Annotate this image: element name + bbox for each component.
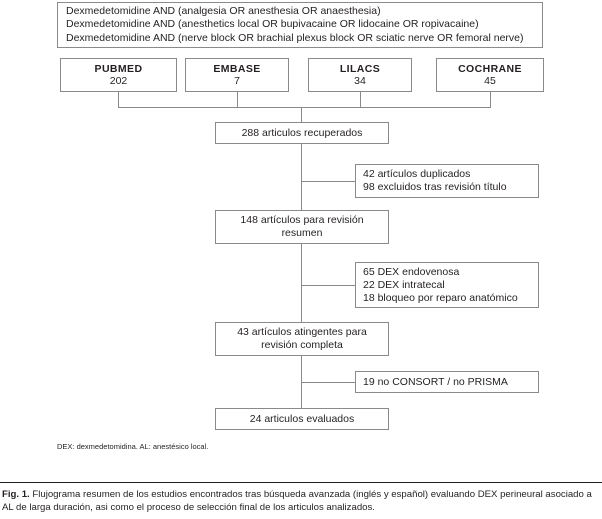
caption-divider <box>0 482 602 483</box>
database-name-lilacs: LILACS <box>339 63 381 75</box>
connector-branch-exclusion-1 <box>301 181 355 182</box>
database-count-pubmed: 202 <box>109 75 128 87</box>
search-query-box: Dexmedetomidine AND (analgesia OR anesth… <box>57 2 543 48</box>
connector-database-bus <box>118 107 491 108</box>
database-name-embase: EMBASE <box>213 63 261 75</box>
connector-bus-to-retrieved <box>301 107 302 122</box>
connector-pubmed-stem <box>118 92 119 107</box>
query-line-3: Dexmedetomidine AND (nerve block OR brac… <box>66 31 524 44</box>
figure-caption-text: Flujograma resumen de los estudios encon… <box>2 489 592 513</box>
database-box-pubmed: PUBMED 202 <box>60 58 177 92</box>
database-count-embase: 7 <box>234 75 240 87</box>
flow-box-evaluated-line-1: 24 articulos evaluados <box>249 412 355 425</box>
database-box-lilacs: LILACS 34 <box>308 58 412 92</box>
exclusion-1-line-2: 98 excluidos tras revisión título <box>363 181 507 193</box>
connector-retrieved-to-abstract <box>301 144 302 210</box>
database-box-cochrane: COCHRANE 45 <box>436 58 544 92</box>
query-line-2: Dexmedetomidine AND (anesthetics local O… <box>66 18 479 31</box>
figure-footnote: DEX: dexmedetomidina. AL: anestésico loc… <box>57 442 209 451</box>
exclusion-2-line-1: 65 DEX endovenosa <box>363 265 460 278</box>
connector-lilacs-stem <box>360 92 361 107</box>
connector-branch-exclusion-3 <box>301 382 355 383</box>
figure-caption: Fig. 1. Flujograma resumen de los estudi… <box>2 489 600 514</box>
exclusion-1-line-1: 42 artículos duplicados <box>363 168 471 180</box>
exclusion-3-line-1: 19 no CONSORT / no PRISMA <box>363 375 508 388</box>
flow-box-full-line-2: revisión completa <box>261 339 343 351</box>
connector-branch-exclusion-2 <box>301 285 355 286</box>
flow-box-abstract-line-1: 148 artículos para revisión <box>240 214 364 226</box>
query-line-1: Dexmedetomidine AND (analgesia OR anesth… <box>66 4 381 17</box>
figure-caption-label: Fig. 1. <box>2 489 30 500</box>
flow-box-retrieved-line-1: 288 articulos recuperados <box>241 126 363 139</box>
database-name-cochrane: COCHRANE <box>458 63 522 75</box>
flow-box-full-review: 43 artículos atingentes para revisión co… <box>215 322 389 356</box>
flow-box-abstract-line-2: resumen <box>281 227 323 239</box>
connector-cochrane-stem <box>490 92 491 107</box>
exclusion-box-first: 42 artículos duplicados 98 excluidos tra… <box>355 164 539 198</box>
exclusion-2-line-2: 22 DEX intratecal <box>363 278 445 291</box>
flow-box-full-line-1: 43 artículos atingentes para <box>237 326 367 338</box>
database-name-pubmed: PUBMED <box>94 63 143 75</box>
database-count-cochrane: 45 <box>484 75 496 87</box>
flow-box-evaluated: 24 articulos evaluados <box>215 408 389 430</box>
database-box-embase: EMBASE 7 <box>185 58 289 92</box>
connector-abstract-to-full <box>301 244 302 322</box>
exclusion-2-line-3: 18 bloqueo por reparo anatómico <box>363 291 518 304</box>
exclusion-box-third: 19 no CONSORT / no PRISMA <box>355 371 539 393</box>
flow-box-abstract-review: 148 artículos para revisión resumen <box>215 210 389 244</box>
database-count-lilacs: 34 <box>354 75 366 87</box>
exclusion-box-second: 65 DEX endovenosa 22 DEX intratecal 18 b… <box>355 262 539 308</box>
flow-box-retrieved: 288 articulos recuperados <box>215 122 389 144</box>
connector-embase-stem <box>237 92 238 107</box>
